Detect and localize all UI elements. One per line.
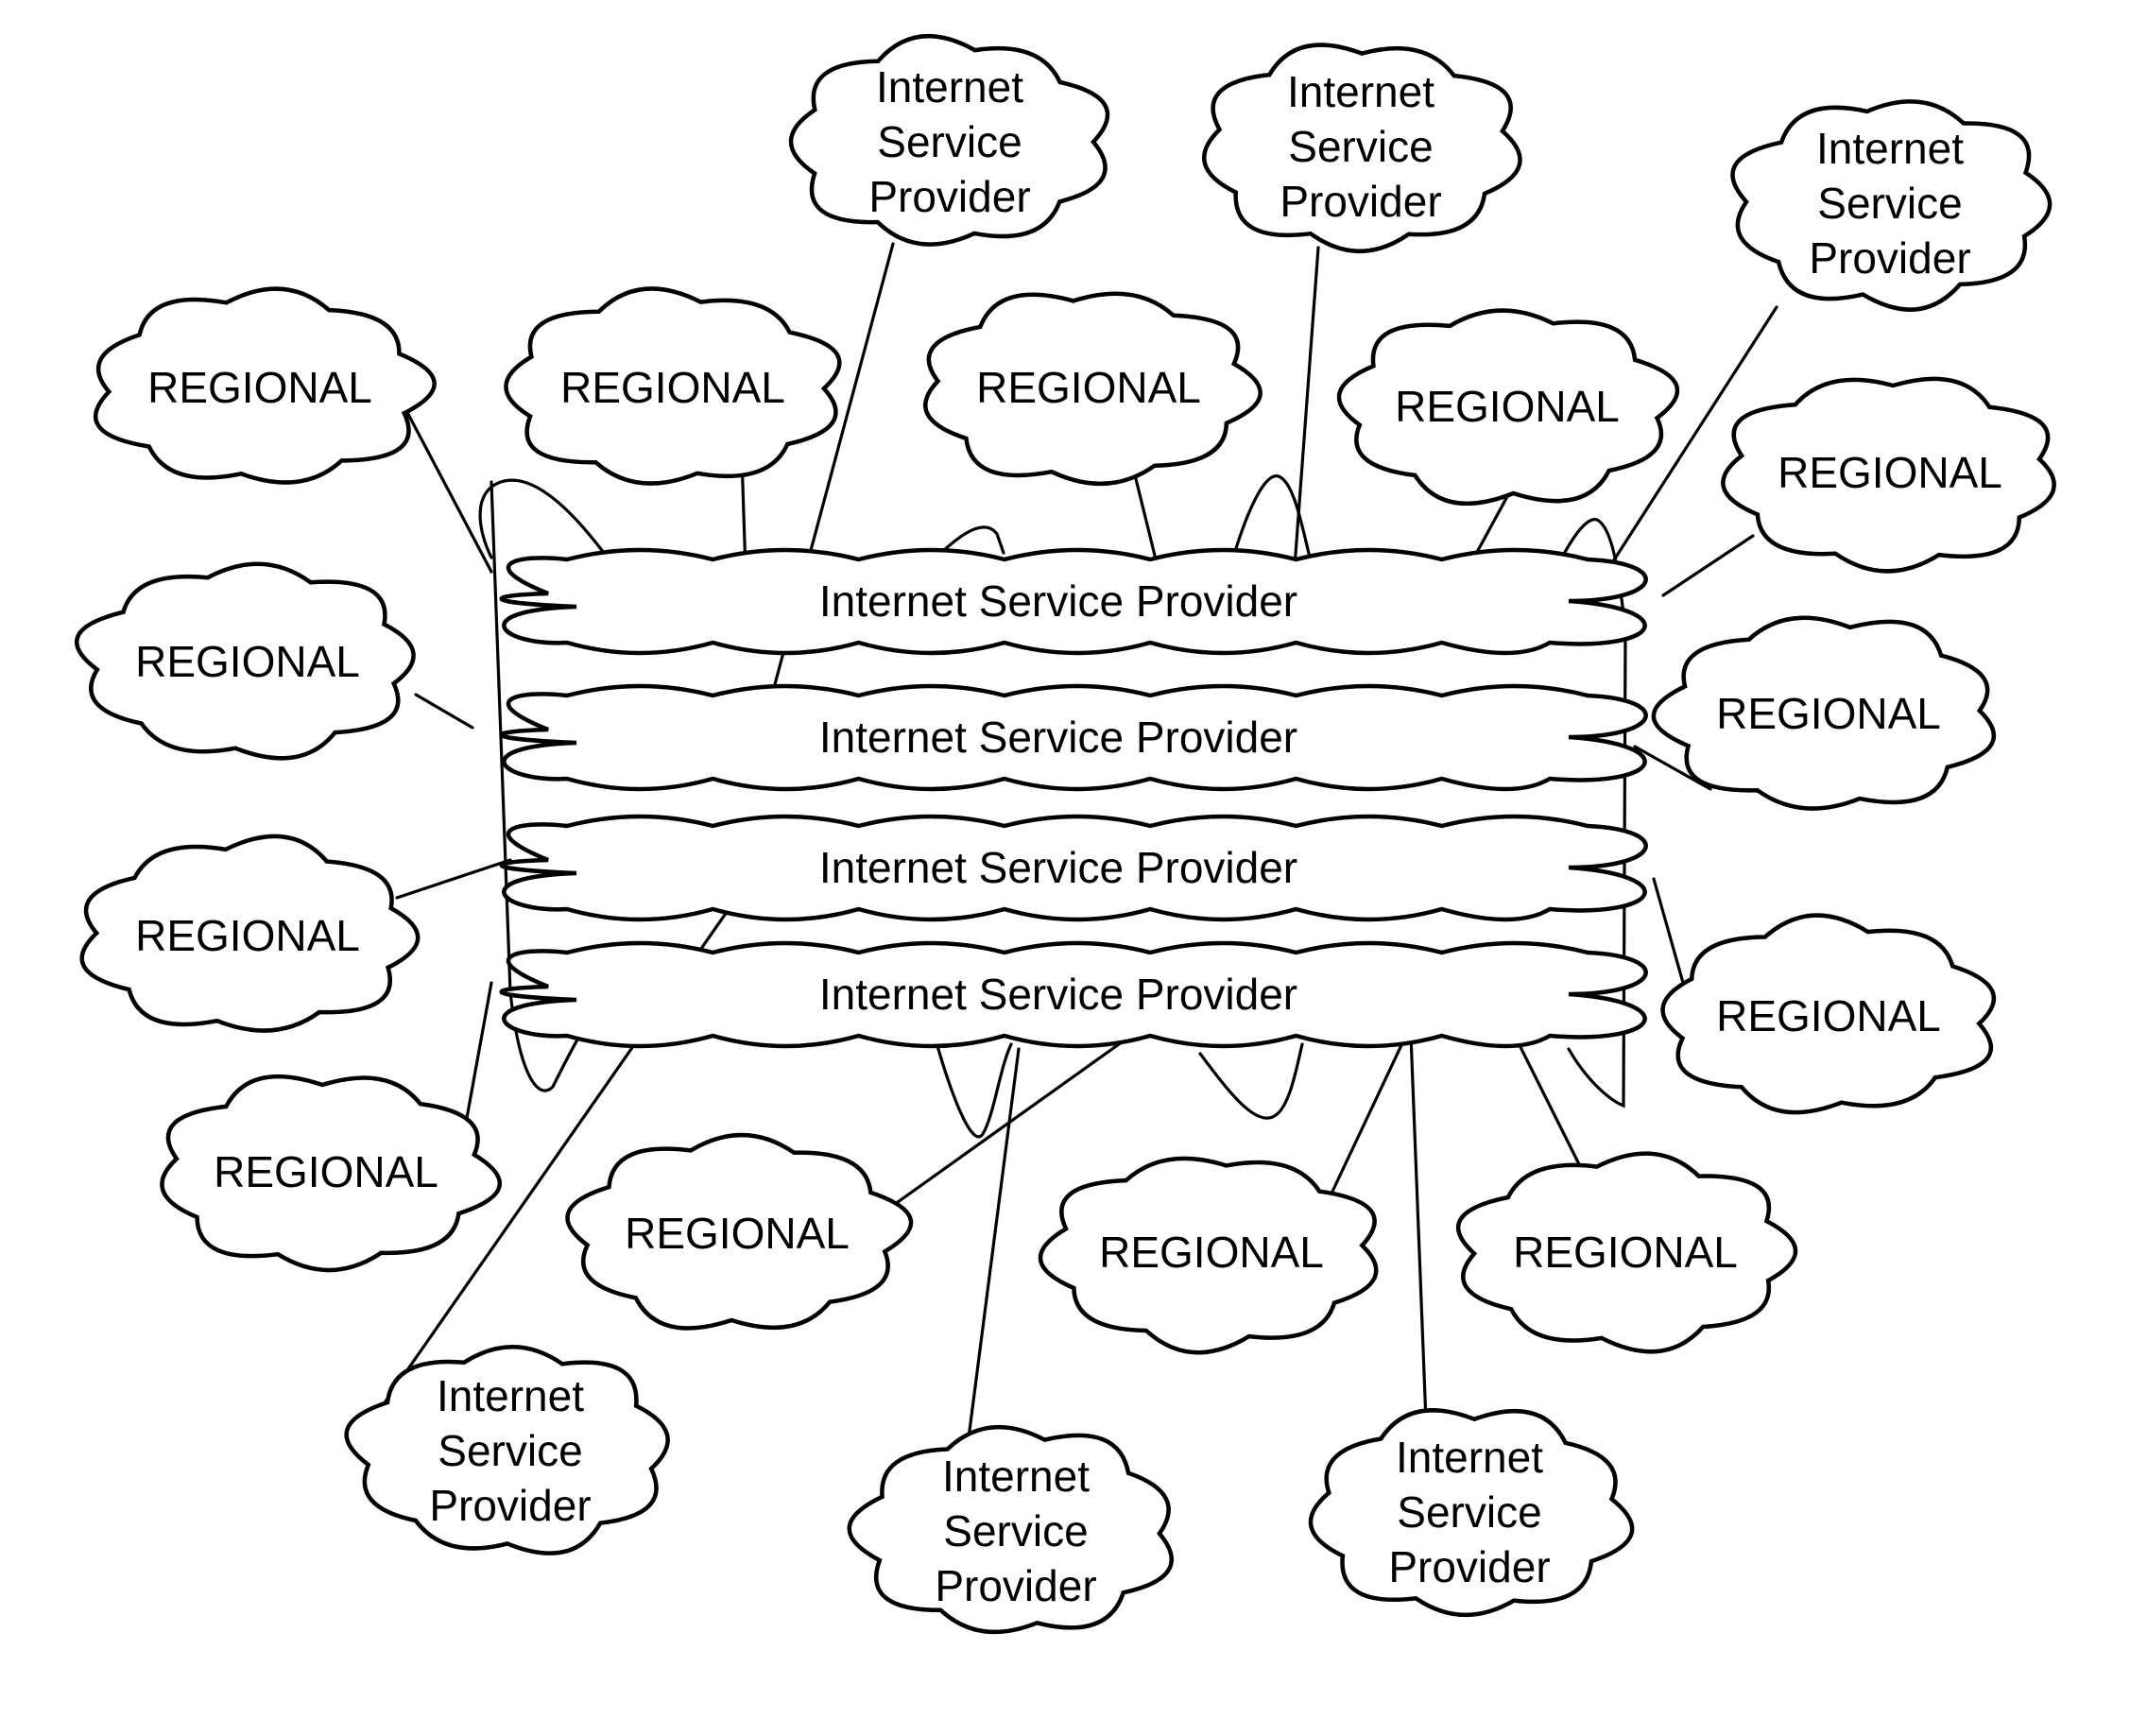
cloud-icon xyxy=(847,1424,1174,1635)
band-cloud-shape xyxy=(499,683,1648,792)
connector-line xyxy=(1605,305,1778,574)
regional-cloud: REGIONAL xyxy=(565,1132,914,1331)
cloud-icon xyxy=(1730,99,2053,312)
regional-cloud: REGIONAL xyxy=(93,286,437,485)
band-label: Internet Service Provider xyxy=(819,576,1297,626)
clouds: REGIONAL REGIONAL REGIONAL REGIONAL REGIONAL… xyxy=(74,33,2056,1635)
connector-line xyxy=(395,858,512,900)
cloud-icon xyxy=(788,33,1110,247)
band-cloud-shape xyxy=(499,814,1648,922)
cloud-icon xyxy=(93,286,437,485)
connector-line xyxy=(1567,627,1627,1109)
regional-label: REGIONAL xyxy=(1716,991,1941,1040)
connector-line xyxy=(1293,246,1320,569)
regional-cloud: REGIONAL xyxy=(1038,1156,1379,1355)
regional-label: REGIONAL xyxy=(560,363,785,412)
cloud-icon xyxy=(344,1345,670,1556)
connector-line xyxy=(964,1047,1021,1462)
regional-label: REGIONAL xyxy=(1513,1228,1738,1277)
cloud-icon xyxy=(504,286,842,486)
band-label: Internet Service Provider xyxy=(819,713,1297,762)
cloud-icon xyxy=(1721,376,2056,574)
band-cloud-shape xyxy=(499,547,1648,656)
regional-cloud: REGIONAL xyxy=(504,286,842,486)
isp-backbone-band: Internet Service Provider xyxy=(499,547,1648,656)
cloud-icon xyxy=(565,1132,914,1331)
isp-label-line: Provider xyxy=(429,1481,591,1530)
isp-label-line: Internet xyxy=(1396,1433,1543,1482)
regional-cloud: REGIONAL xyxy=(1455,1151,1798,1354)
connector-line xyxy=(478,478,616,569)
isp-label-line: Service xyxy=(1397,1487,1541,1537)
isp-label-line: Internet xyxy=(1287,67,1434,116)
isp-label-line: Service xyxy=(877,117,1022,166)
isp-label-line: Service xyxy=(1817,179,1962,228)
cloud-icon xyxy=(1660,913,1997,1115)
connector-line xyxy=(400,400,493,574)
isp-backbone-band: Internet Service Provider xyxy=(499,940,1648,1049)
band-label: Internet Service Provider xyxy=(819,843,1297,892)
regional-cloud: REGIONAL xyxy=(923,291,1263,487)
connector-line xyxy=(1409,1033,1429,1448)
regional-label: REGIONAL xyxy=(976,363,1201,412)
band-cloud-shape xyxy=(499,940,1648,1049)
regional-label: REGIONAL xyxy=(1099,1228,1324,1277)
regional-cloud: REGIONAL xyxy=(1721,376,2056,574)
isp-label-line: Provider xyxy=(868,172,1030,221)
regional-cloud: REGIONAL xyxy=(1651,615,1997,811)
isp-label-line: Provider xyxy=(1809,233,1970,283)
connector-line xyxy=(1231,474,1315,574)
isp-label-line: Internet xyxy=(1816,124,1964,173)
cloud-icon xyxy=(1651,615,1997,811)
cloud-icon xyxy=(160,1074,502,1273)
cloud-icon xyxy=(1336,308,1679,506)
isp-label-line: Internet xyxy=(437,1371,584,1420)
regional-label: REGIONAL xyxy=(135,911,360,960)
cloud-icon xyxy=(923,291,1263,487)
regional-label: REGIONAL xyxy=(1778,448,2002,497)
isp-backbone-band: Internet Service Provider xyxy=(499,814,1648,922)
regional-label: REGIONAL xyxy=(147,363,372,412)
regional-cloud: REGIONAL xyxy=(79,834,421,1033)
cloud-icon xyxy=(74,561,416,761)
regional-cloud: REGIONAL xyxy=(1336,308,1679,506)
connector-line xyxy=(934,1038,1013,1139)
regional-label: REGIONAL xyxy=(214,1147,438,1196)
isp-label-line: Provider xyxy=(935,1561,1096,1610)
isp-label-line: Internet xyxy=(942,1452,1090,1501)
cloud-icon xyxy=(79,834,421,1033)
isp-label-line: Internet xyxy=(876,62,1023,112)
connector-line xyxy=(461,981,493,1141)
connector-line xyxy=(1661,534,1755,597)
regional-cloud: REGIONAL xyxy=(160,1074,502,1273)
cloud-icon xyxy=(1202,43,1522,253)
cloud-icon xyxy=(1038,1156,1379,1355)
regional-cloud: REGIONAL xyxy=(74,561,416,761)
isp-label-line: Service xyxy=(438,1426,582,1475)
connector-line xyxy=(1198,1042,1304,1120)
regional-label: REGIONAL xyxy=(1716,689,1941,738)
isp-label-line: Provider xyxy=(1280,177,1441,226)
regional-cloud: REGIONAL xyxy=(1660,913,1997,1115)
regional-label: REGIONAL xyxy=(1395,382,1620,431)
regional-label: REGIONAL xyxy=(135,637,360,686)
band-label: Internet Service Provider xyxy=(819,970,1297,1019)
cloud-icon xyxy=(1455,1151,1798,1354)
connector-line xyxy=(896,1033,1134,1204)
isp-label-line: Service xyxy=(1288,122,1433,171)
regional-label: REGIONAL xyxy=(625,1209,850,1258)
cloud-icon xyxy=(1308,1408,1635,1618)
isp-label-line: Provider xyxy=(1388,1542,1550,1591)
isp-label-line: Service xyxy=(943,1506,1088,1556)
isp-backbone-band: Internet Service Provider xyxy=(499,683,1648,792)
connector-line xyxy=(414,693,474,730)
